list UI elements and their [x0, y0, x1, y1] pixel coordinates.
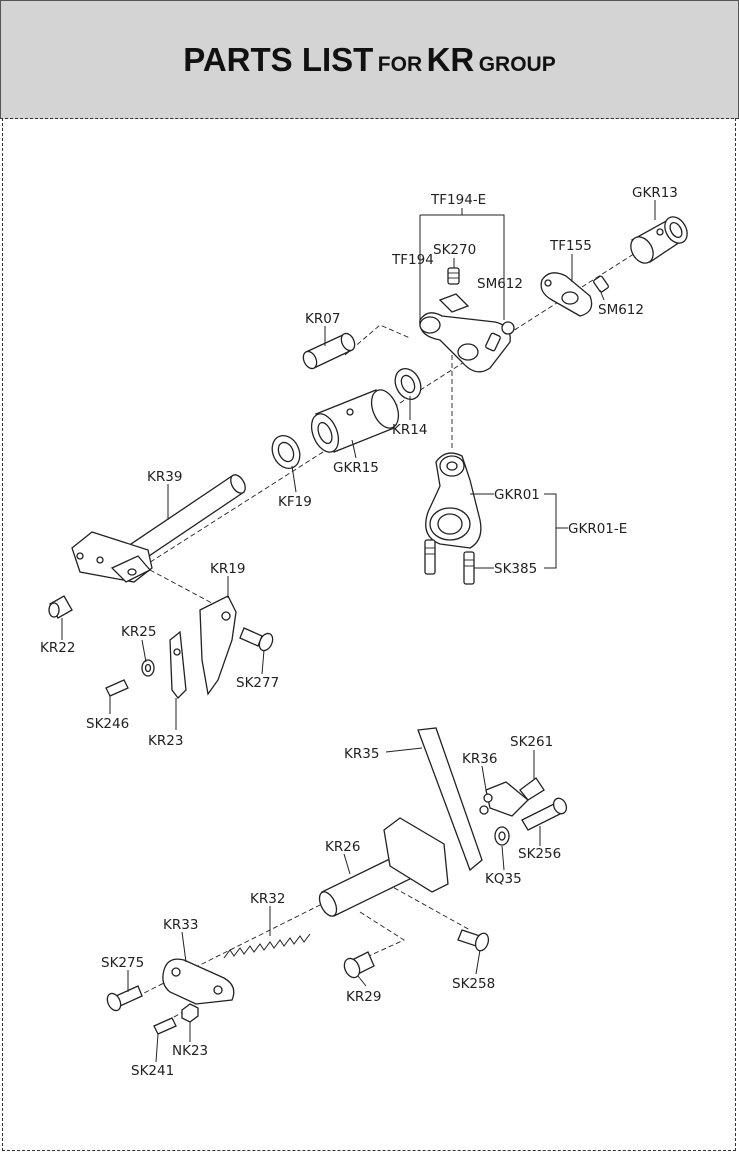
label-kr29: KR29: [346, 989, 381, 1005]
label-kr33: KR33: [163, 917, 198, 933]
part-sm612-left: [485, 332, 501, 352]
part-kr22: [48, 595, 73, 619]
label-gkr01: GKR01: [494, 487, 540, 503]
page-title: PARTS LIST FOR KR GROUP: [183, 41, 555, 79]
label-kr36: KR36: [462, 751, 497, 767]
label-kr23: KR23: [148, 733, 183, 749]
label-gkr13: GKR13: [632, 185, 678, 201]
leader-lines: [61, 200, 656, 1063]
label-kq35: KQ35: [485, 871, 522, 887]
label-sk261: SK261: [510, 734, 553, 750]
part-kr26: [318, 817, 449, 917]
label-kr07: KR07: [305, 311, 340, 327]
label-sk246: SK246: [86, 716, 129, 732]
label-kr39: KR39: [147, 469, 182, 485]
diagram-frame: [2, 118, 736, 1151]
label-sk258: SK258: [452, 976, 495, 992]
label-sk241: SK241: [131, 1063, 174, 1079]
label-sk256: SK256: [518, 846, 561, 862]
title-group: GROUP: [478, 52, 556, 76]
part-sk275: [106, 985, 143, 1012]
label-nk23: NK23: [172, 1043, 208, 1059]
part-sk256: [521, 797, 568, 831]
part-kr07: [302, 332, 356, 370]
label-tf194e: TF194-E: [430, 192, 486, 208]
part-gkr01: [425, 452, 482, 549]
part-kr25: [141, 659, 155, 677]
part-gkr15: [310, 389, 400, 453]
part-kr23: [169, 630, 187, 699]
label-sk277: SK277: [236, 675, 279, 691]
page-header: PARTS LIST FOR KR GROUP: [0, 0, 739, 119]
label-sk270: SK270: [433, 242, 476, 258]
part-gkr13: [630, 216, 688, 264]
part-kr32: [223, 933, 311, 959]
part-sk258: [457, 929, 490, 952]
label-kr14: KR14: [392, 422, 427, 438]
label-sm612-b: SM612: [598, 302, 644, 318]
title-group-code: KR: [426, 40, 475, 78]
title-parts-list: PARTS LIST: [183, 40, 374, 78]
label-tf194: TF194: [391, 252, 434, 268]
label-kr19: KR19: [210, 561, 245, 577]
label-kr32: KR32: [250, 891, 285, 907]
part-kr36: [479, 781, 529, 817]
part-kr14: [394, 367, 422, 401]
part-kr39: [71, 474, 246, 583]
part-sk241: [153, 1017, 177, 1035]
title-for: FOR: [377, 52, 423, 76]
part-sk246: [105, 679, 129, 697]
part-kq35: [494, 826, 510, 846]
label-gkr15: GKR15: [333, 460, 379, 476]
part-tf194: [419, 293, 515, 373]
part-sk277: [239, 627, 274, 652]
part-kr35: [417, 727, 483, 872]
label-kr35: KR35: [344, 746, 379, 762]
part-kr33: [162, 958, 235, 1005]
part-tf155: [540, 272, 593, 317]
label-sk275: SK275: [101, 955, 144, 971]
label-tf155: TF155: [549, 238, 592, 254]
label-kr25: KR25: [121, 624, 156, 640]
part-sk261: [519, 777, 545, 801]
part-kr19: [199, 595, 237, 696]
label-sk385: SK385: [494, 561, 537, 577]
part-sk270: [447, 267, 460, 285]
part-kr29: [343, 951, 375, 979]
part-kf19: [271, 434, 301, 470]
label-sm612-a: SM612: [477, 276, 523, 292]
part-nk23: [181, 1003, 199, 1023]
label-gkr01e: GKR01-E: [568, 521, 627, 537]
label-kr22: KR22: [40, 640, 75, 656]
label-kf19: KF19: [278, 494, 312, 510]
part-sm612-right: [593, 275, 609, 293]
label-kr26: KR26: [325, 839, 360, 855]
